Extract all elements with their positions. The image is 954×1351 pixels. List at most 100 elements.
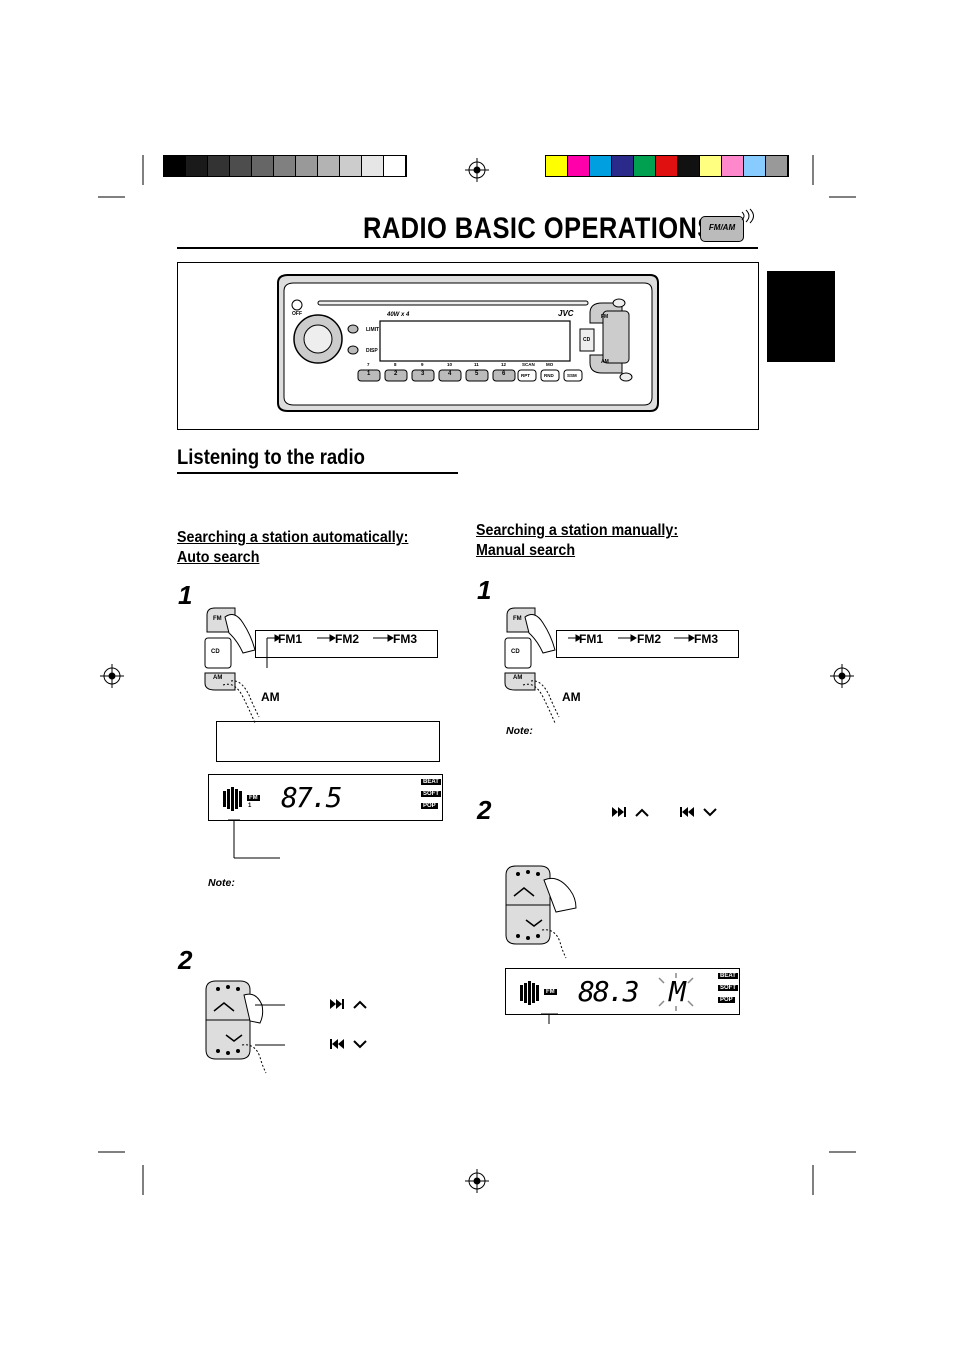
gray-swatch bbox=[318, 156, 340, 176]
color-swatch bbox=[678, 156, 700, 176]
manual-band-sequence-box bbox=[556, 630, 739, 658]
auto-band-fm2: FM2 bbox=[335, 632, 359, 646]
fm-am-badge: FM/AM bbox=[700, 216, 744, 242]
auto-search-heading-line2: Auto search bbox=[177, 549, 260, 566]
panel-preset-5: 5 bbox=[475, 371, 479, 377]
signal-waves-icon bbox=[741, 208, 754, 224]
gray-swatch bbox=[384, 156, 406, 176]
auto-cd-button-label: CD bbox=[211, 649, 220, 655]
color-swatch bbox=[722, 156, 744, 176]
manual-seek-button-illustration bbox=[505, 865, 577, 959]
panel-preset-3: 3 bbox=[421, 371, 425, 377]
panel-off-label: OFF bbox=[292, 311, 302, 317]
manual-lcd-eq-soft: SOFT bbox=[718, 985, 738, 991]
manual-cd-button-label: CD bbox=[511, 649, 520, 655]
auto-band-am: AM bbox=[261, 690, 280, 704]
panel-top-label-9: 9 bbox=[421, 362, 424, 367]
manual-lcd-eq-pop: POP bbox=[718, 997, 735, 1003]
registration-mark bbox=[100, 158, 854, 1193]
gray-swatch bbox=[208, 156, 230, 176]
panel-preset-1: 1 bbox=[367, 371, 371, 377]
manual-search-heading-line1: Searching a station manually: bbox=[476, 522, 679, 539]
color-swatch bbox=[634, 156, 656, 176]
color-swatch bbox=[744, 156, 766, 176]
panel-mo-label: MO bbox=[546, 362, 554, 367]
panel-top-label-11: 11 bbox=[474, 362, 479, 367]
manual-lcd-level-meter-icon bbox=[520, 981, 539, 1005]
panel-brand-logo: JVC bbox=[558, 309, 574, 318]
gray-swatch bbox=[164, 156, 186, 176]
panel-preset-2: 2 bbox=[394, 371, 398, 377]
gray-swatch bbox=[186, 156, 208, 176]
panel-ssm-label: SSM bbox=[567, 373, 577, 378]
skip-forward-up-icon bbox=[612, 807, 649, 817]
panel-top-label-8: 8 bbox=[394, 362, 397, 367]
color-calibration-strip bbox=[545, 155, 789, 177]
auto-lcd-level-meter-icon bbox=[223, 787, 242, 811]
panel-preset-6: 6 bbox=[502, 371, 506, 377]
auto-band-fm3: FM3 bbox=[393, 632, 417, 646]
badge-text: FM/AM bbox=[708, 223, 736, 232]
auto-lcd-eq-soft: SOFT bbox=[421, 791, 441, 797]
auto-lcd-band: FM bbox=[247, 795, 260, 801]
manual-lcd-eq-beat: BEAT bbox=[718, 973, 738, 979]
manual-step-2-number: 2 bbox=[477, 795, 492, 825]
auto-band-arrows bbox=[266, 634, 394, 668]
color-swatch bbox=[766, 156, 788, 176]
panel-fm-button-label: FM bbox=[601, 314, 609, 320]
color-swatch bbox=[546, 156, 568, 176]
control-panel-box: OFF LIMIT DISP 40W x 4 JVC FM CD AM 1 2 … bbox=[177, 262, 759, 430]
auto-band-buttons-illustration bbox=[204, 607, 260, 724]
page-title: RADIO BASIC OPERATIONS bbox=[363, 212, 715, 245]
manual-note-label: Note: bbox=[506, 725, 533, 737]
auto-fm-button-label: FM bbox=[213, 616, 222, 622]
panel-rnd-label: RND bbox=[544, 373, 554, 378]
color-swatch bbox=[612, 156, 634, 176]
manual-search-heading-line2: Manual search bbox=[476, 542, 576, 559]
manual-lcd-display: FM 88.3 M BEAT SOFT POP bbox=[505, 968, 740, 1015]
auto-lcd-eq-pop: POP bbox=[421, 803, 438, 809]
manual-band-arrows bbox=[568, 634, 695, 642]
panel-rpt-label: RPT bbox=[521, 373, 530, 378]
auto-band-fm1: FM1 bbox=[278, 632, 302, 646]
auto-step-2-number: 2 bbox=[178, 945, 193, 975]
manual-band-buttons-illustration bbox=[504, 607, 560, 724]
gray-swatch bbox=[340, 156, 362, 176]
manual-band-fm3: FM3 bbox=[694, 632, 718, 646]
auto-seek-button-illustration bbox=[205, 980, 267, 1074]
section-title: Listening to the radio bbox=[177, 446, 365, 469]
gray-swatch bbox=[296, 156, 318, 176]
panel-cd-button-label: CD bbox=[583, 337, 591, 343]
color-swatch bbox=[568, 156, 590, 176]
manual-band-am: AM bbox=[562, 690, 581, 704]
auto-seek-callout-lines bbox=[255, 1004, 285, 1046]
panel-top-label-7: 7 bbox=[367, 362, 370, 367]
gray-swatch bbox=[362, 156, 384, 176]
color-swatch bbox=[700, 156, 722, 176]
language-tab bbox=[767, 271, 835, 362]
panel-am-button-label: AM bbox=[601, 359, 609, 365]
auto-info-box bbox=[216, 721, 440, 762]
auto-step-1-number: 1 bbox=[178, 580, 193, 610]
auto-lcd-eq-beat: BEAT bbox=[421, 779, 441, 785]
panel-preset-4: 4 bbox=[448, 371, 452, 377]
panel-scan-label: SCAN bbox=[522, 362, 535, 367]
manual-am-button-label: AM bbox=[513, 675, 523, 681]
auto-lcd-callout-lines bbox=[228, 819, 280, 859]
auto-band-sequence-box bbox=[255, 630, 438, 658]
panel-limit-label: LIMIT bbox=[366, 327, 380, 333]
color-swatch bbox=[656, 156, 678, 176]
gray-swatch bbox=[274, 156, 296, 176]
grayscale-calibration-strip bbox=[163, 155, 407, 177]
panel-top-label-12: 12 bbox=[501, 362, 507, 367]
auto-search-heading-line1: Searching a station automatically: bbox=[177, 529, 409, 546]
panel-top-label-10: 10 bbox=[447, 362, 453, 367]
panel-output-label: 40W x 4 bbox=[387, 312, 410, 318]
auto-lcd-display: FM 1 87.5 BEAT SOFT POP bbox=[208, 774, 443, 821]
auto-note-label: Note: bbox=[208, 877, 235, 889]
auto-lcd-frequency: 87.5 bbox=[281, 781, 342, 814]
color-swatch bbox=[590, 156, 612, 176]
manual-lcd-mode-letter: M bbox=[669, 975, 686, 1008]
skip-back-down-icon bbox=[330, 1039, 367, 1049]
